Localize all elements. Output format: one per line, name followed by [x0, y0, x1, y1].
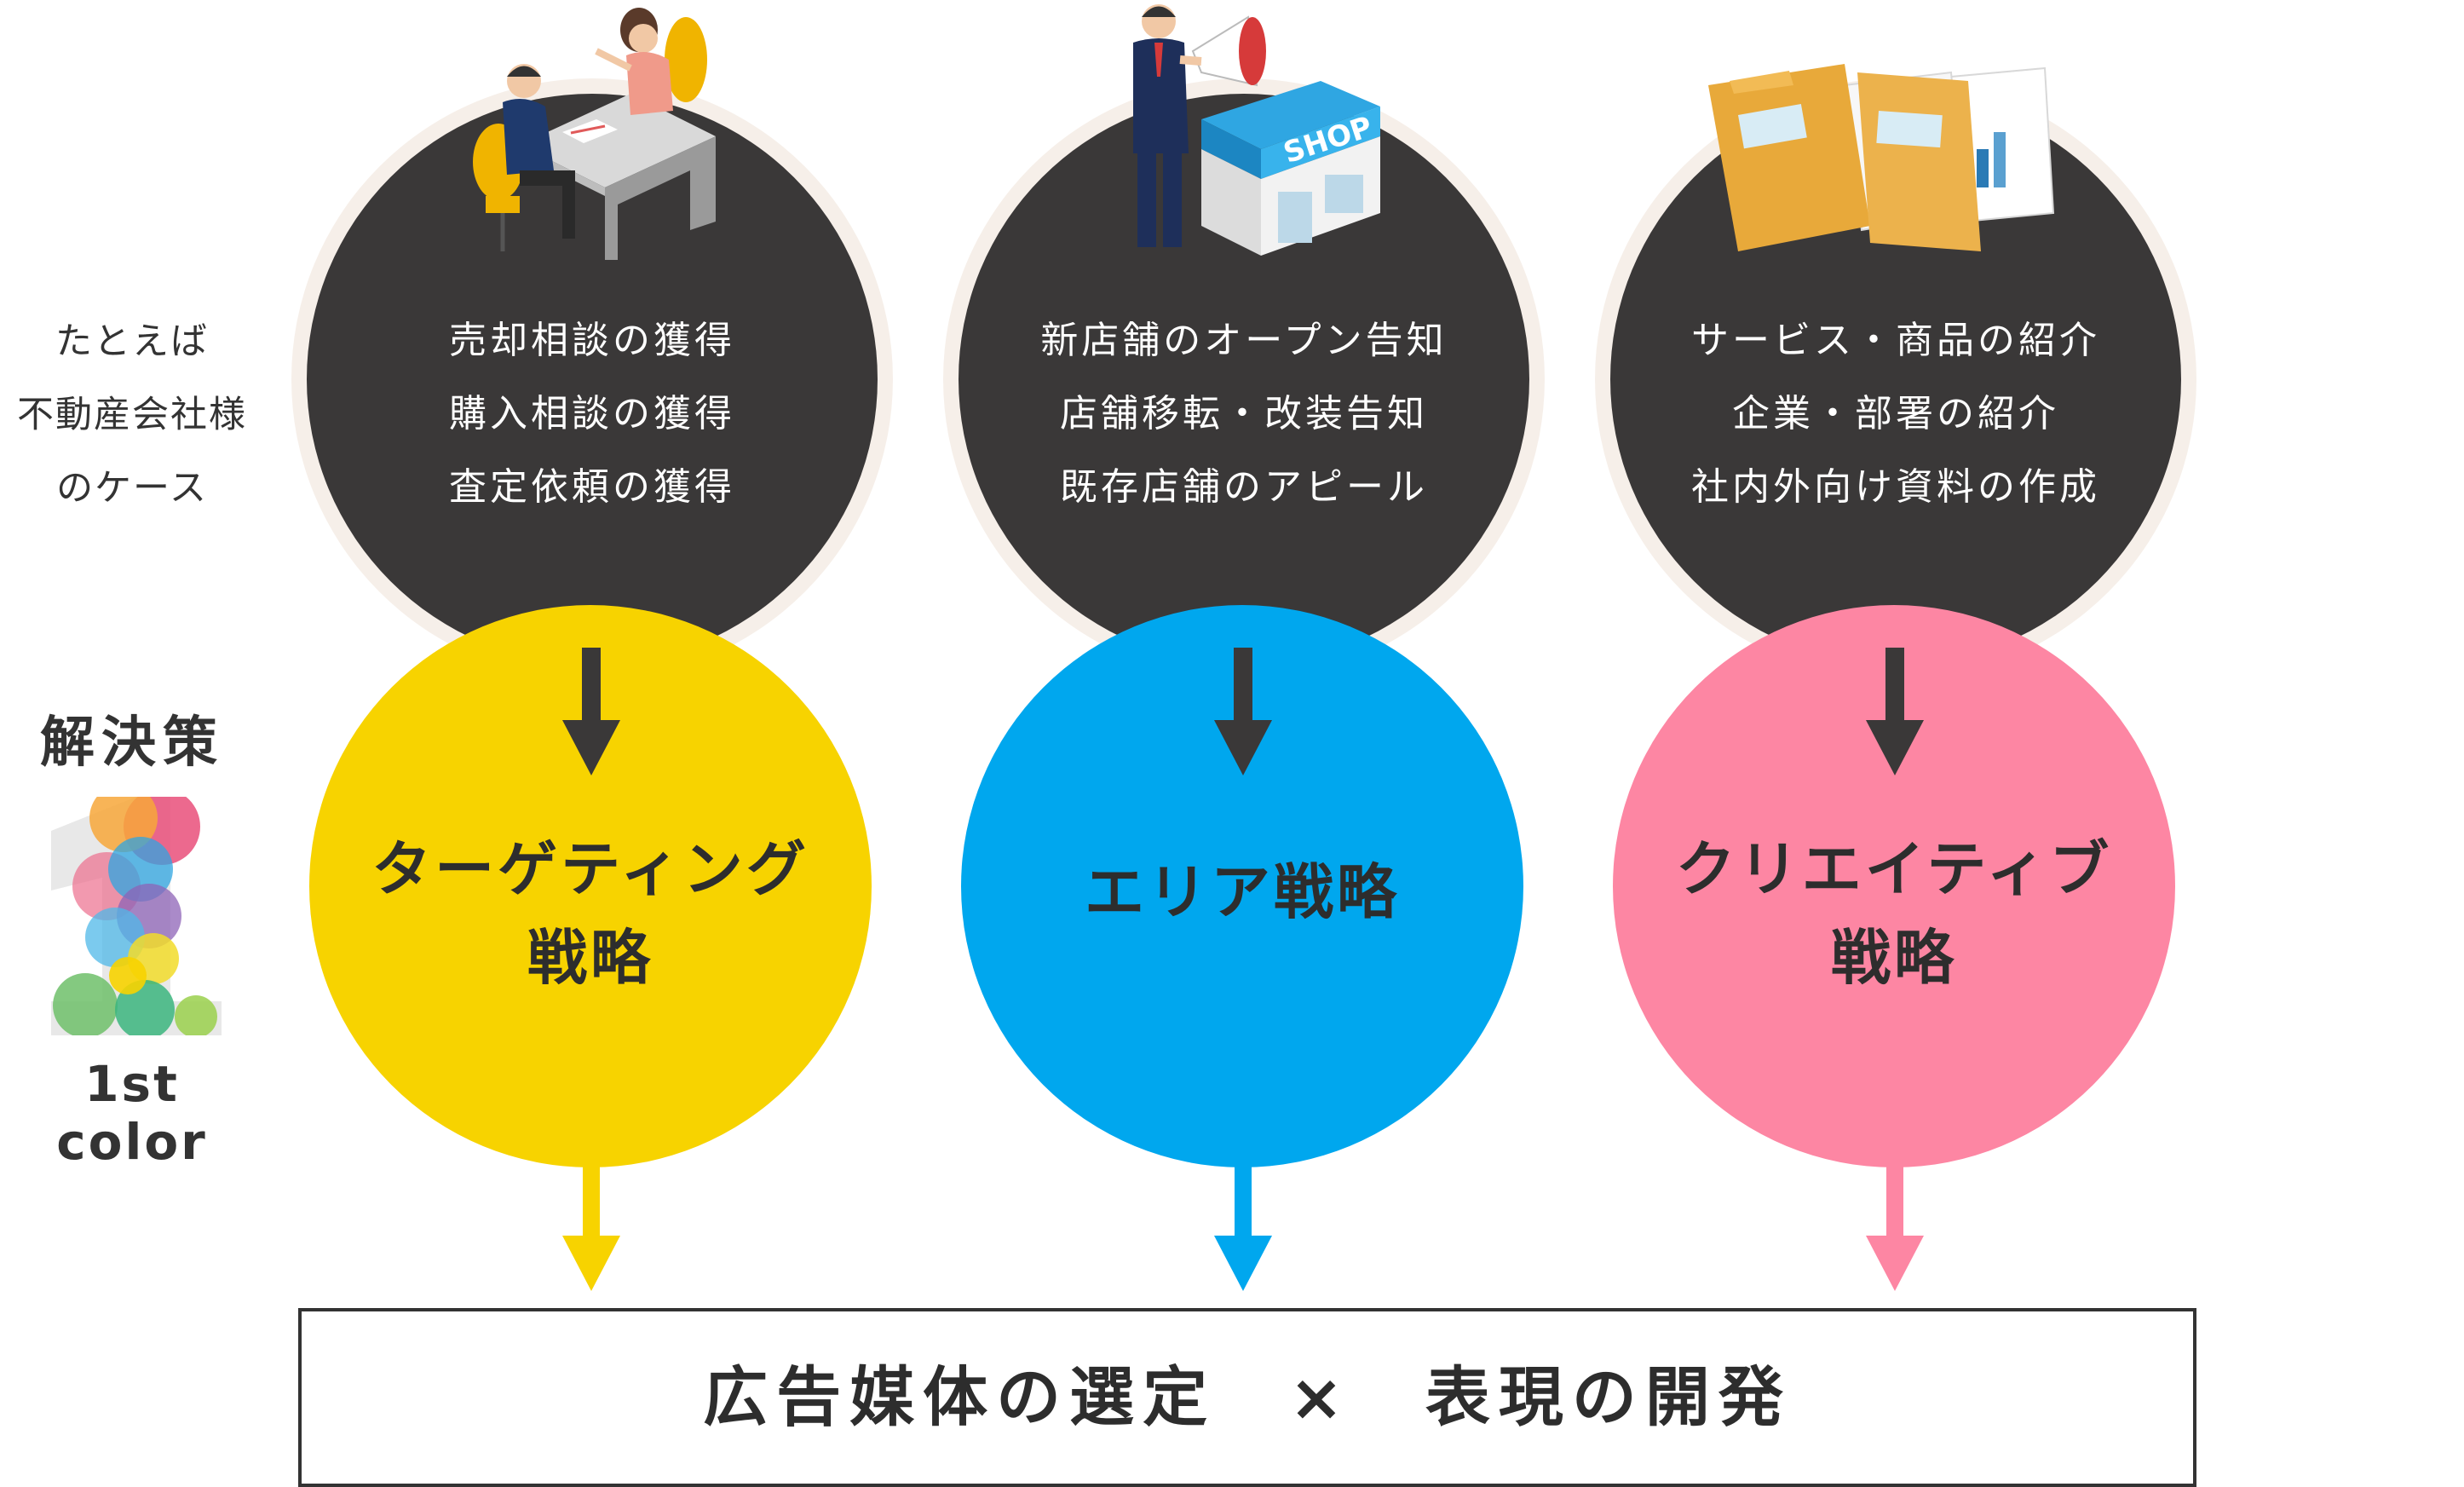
- result-box: [298, 1308, 2196, 1487]
- example-line: 不動産会社様: [17, 394, 247, 436]
- example-line: のケース: [56, 467, 208, 510]
- problem-line: 購入相談の獲得: [449, 392, 735, 435]
- problem-text-2: 新店舗のオープン告知 店舗移転・改装告知 既存店舗のアピール: [959, 304, 1529, 524]
- strategy-line: 戦略: [527, 923, 653, 993]
- example-line: たとえば: [55, 320, 209, 363]
- documents-folders-illustration: [1687, 47, 2062, 260]
- strategy-label-creative: クリエイティブ 戦略: [1613, 825, 2175, 1002]
- problem-line: 新店舗のオープン告知: [1040, 319, 1448, 362]
- strategy-line: ターゲティング: [371, 834, 809, 904]
- problem-line: 査定依頼の獲得: [449, 465, 735, 509]
- problem-text-3: サービス・商品の紹介 企業・部署の紹介 社内外向け資料の作成: [1610, 304, 2181, 524]
- problem-line: 店舗移転・改装告知: [1060, 392, 1428, 435]
- problem-line: 企業・部署の紹介: [1732, 392, 2059, 435]
- problem-line: 社内外向け資料の作成: [1691, 465, 2100, 509]
- strategy-line: 戦略: [1831, 923, 1957, 993]
- consultation-desk-illustration: [469, 0, 733, 273]
- shop-megaphone-illustration: SHOP: [1108, 0, 1389, 273]
- strategy-label-area: エリア戦略: [961, 848, 1523, 937]
- result-text: 広告媒体の選定 × 表現の開発: [703, 1359, 1792, 1435]
- down-arrow-icon: [562, 648, 1924, 775]
- strategy-line: エリア戦略: [1085, 857, 1400, 927]
- problem-line: 売却相談の獲得: [449, 319, 735, 362]
- strategy-label-targeting: ターゲティング 戦略: [309, 825, 872, 1002]
- strategy-line: クリエイティブ: [1675, 834, 2113, 904]
- down-arrow-icon: [562, 1163, 1924, 1291]
- first-color-logo: [34, 784, 239, 1040]
- problem-line: サービス・商品の紹介: [1691, 319, 2100, 362]
- numeral-one-logo-icon: [51, 784, 222, 1040]
- solution-title: 解決策: [40, 712, 224, 775]
- logo-caption: 1st color: [56, 1055, 208, 1171]
- problem-line: 既存店舗のアピール: [1060, 465, 1428, 509]
- problem-text-1: 売却相談の獲得 購入相談の獲得 査定依頼の獲得: [307, 304, 878, 524]
- example-label: たとえば 不動産会社様 のケース: [0, 305, 264, 525]
